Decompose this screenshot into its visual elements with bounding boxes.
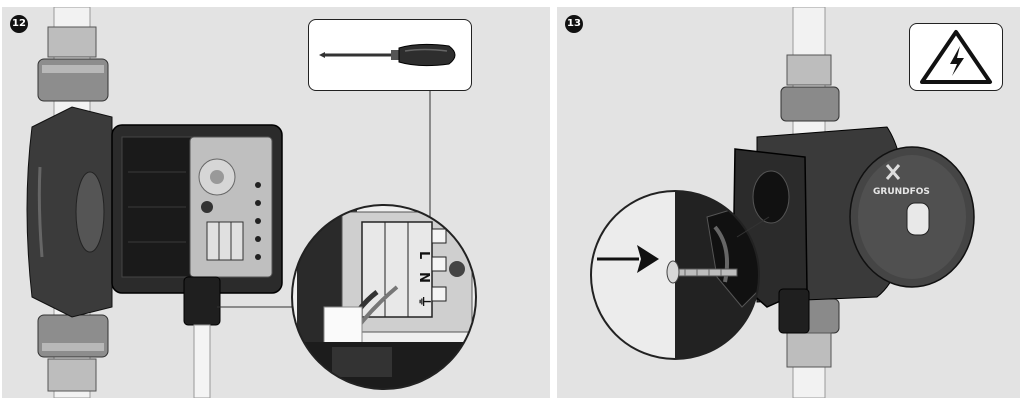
step-number-badge: 12 bbox=[10, 15, 28, 33]
step-12-illustration: L N ⏚ bbox=[26, 7, 477, 398]
magnified-screw-view bbox=[591, 191, 759, 359]
vent-screw bbox=[906, 202, 930, 236]
pipe-fitting-bottom bbox=[47, 358, 97, 392]
tool-callout bbox=[308, 19, 472, 91]
power-cable bbox=[193, 324, 211, 398]
union-nut-top bbox=[780, 86, 840, 122]
warning-callout bbox=[909, 23, 1003, 91]
pump-housing bbox=[26, 106, 113, 318]
screwdriver-icon bbox=[319, 43, 456, 67]
step-number-badge: 13 bbox=[565, 15, 583, 33]
insertion-arrow-icon bbox=[597, 245, 659, 273]
brand-logo bbox=[885, 164, 901, 180]
terminal-label-L: L bbox=[416, 251, 431, 259]
cable-gland bbox=[778, 288, 810, 334]
pipe-fitting-bottom bbox=[786, 332, 832, 368]
terminal-label-earth: ⏚ bbox=[416, 295, 431, 308]
zoom-circle-border bbox=[590, 190, 760, 360]
terminal-block bbox=[206, 221, 244, 261]
magnified-terminal-view bbox=[292, 205, 476, 389]
step-13-illustration: GRUNDFOS bbox=[590, 7, 975, 398]
pipe-fitting-top bbox=[786, 54, 832, 86]
brand-name: GRUNDFOS bbox=[873, 187, 930, 197]
step-13-panel: 13 GRUNDFOS bbox=[557, 7, 1020, 398]
zoom-circle-border bbox=[291, 204, 477, 390]
electrical-hazard-warning-icon bbox=[920, 30, 992, 84]
step-12-panel: 12 bbox=[2, 7, 550, 398]
pipe-fitting-top bbox=[47, 26, 97, 58]
terminal-label-N: N bbox=[416, 272, 431, 283]
cable-gland bbox=[183, 276, 221, 326]
